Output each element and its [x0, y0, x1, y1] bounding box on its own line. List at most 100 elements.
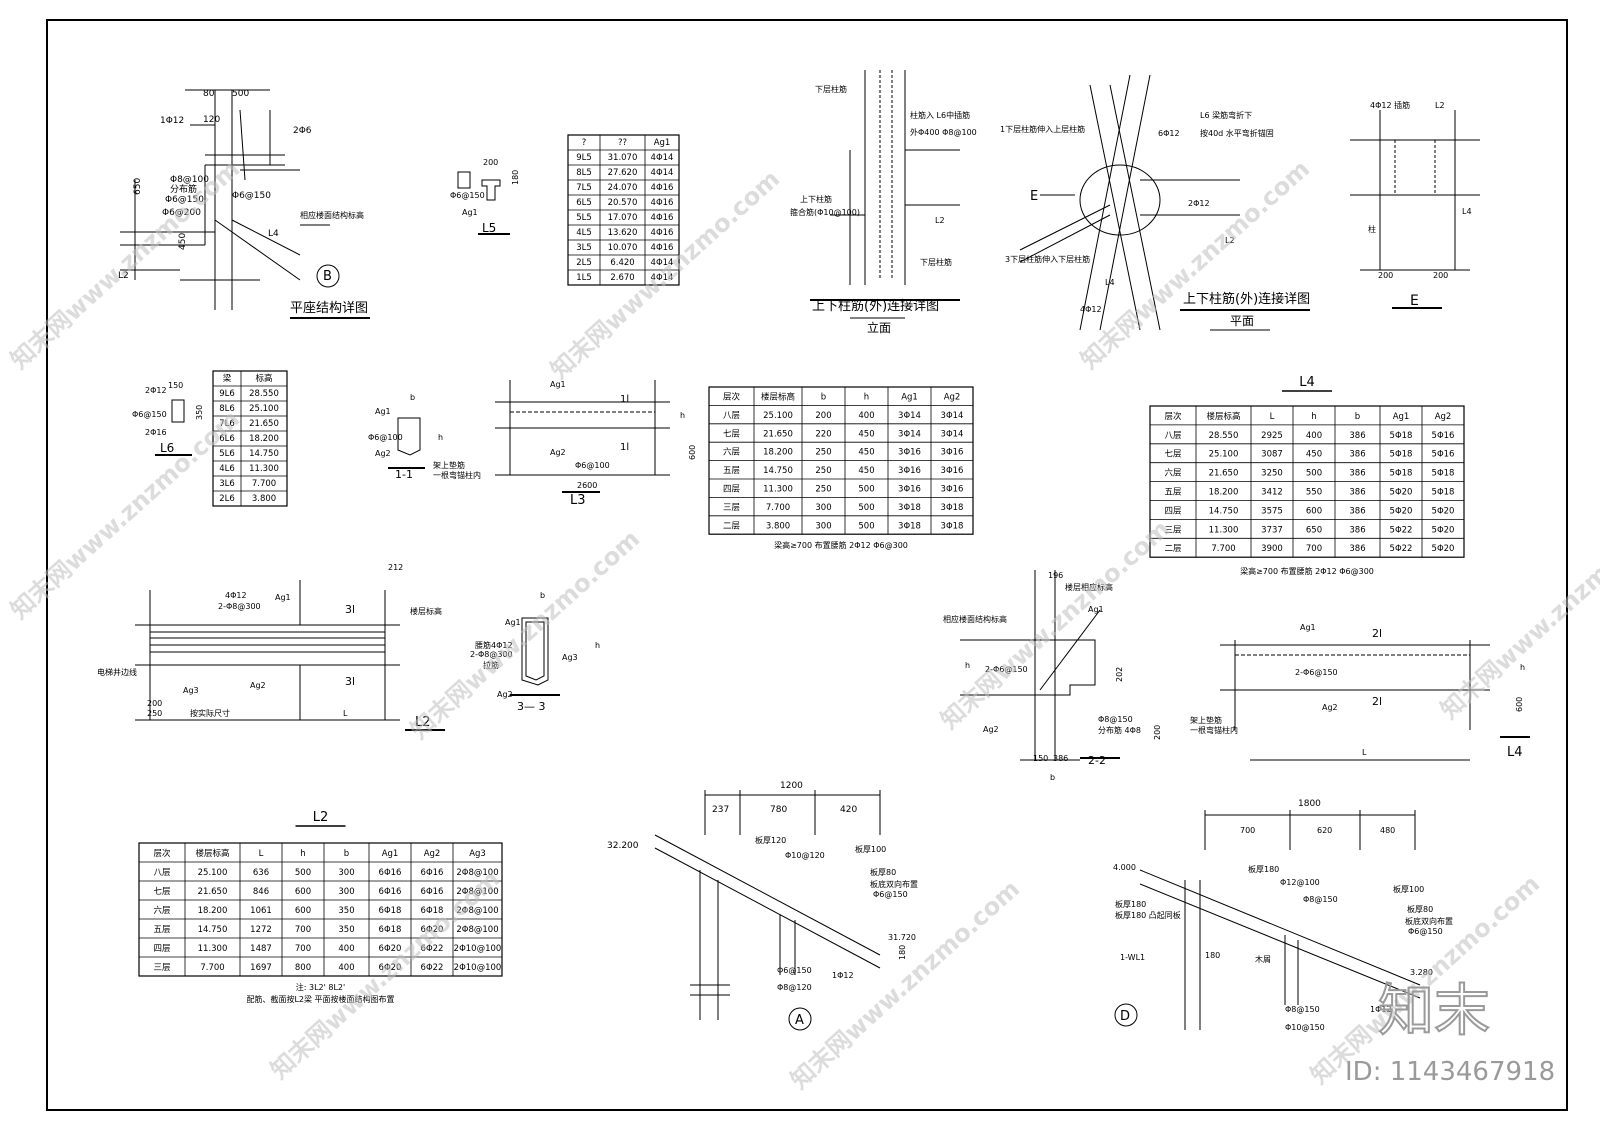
table-cell: 3Φ14: [898, 411, 921, 421]
table-cell: 七层: [1164, 450, 1181, 460]
table-header-cell: 层次: [153, 848, 171, 859]
table-cell: 250: [815, 466, 831, 476]
table-cell: 8L5: [576, 168, 592, 178]
svg-text:180: 180: [898, 945, 907, 960]
table-cell: 9L6: [219, 389, 235, 399]
table-header-cell: Ag3: [469, 849, 486, 859]
table-header-cell: h: [864, 393, 869, 403]
table-cell: 28.550: [249, 389, 279, 399]
svg-text:L2: L2: [935, 216, 945, 225]
svg-text:Φ8@120: Φ8@120: [777, 983, 812, 992]
l5-text: 200 Φ6@150 Ag1 180 L5: [450, 158, 520, 235]
table-header-cell: Ag2: [1435, 412, 1452, 422]
svg-text:Ag1: Ag1: [1088, 605, 1104, 614]
table-cell: 4Φ16: [651, 228, 674, 238]
svg-text:分布筋: 分布筋: [170, 183, 197, 195]
svg-text:150: 150: [168, 381, 183, 390]
table-header-cell: b: [821, 393, 826, 403]
section-1-1: [388, 417, 425, 469]
svg-text:180: 180: [1205, 951, 1220, 960]
svg-text:4Φ12: 4Φ12: [1080, 305, 1102, 314]
svg-text:下层柱筋: 下层柱筋: [815, 84, 847, 94]
svg-text:木屑: 木屑: [1255, 954, 1271, 964]
table-cell: 6Φ20: [379, 944, 402, 954]
svg-text:Ag1: Ag1: [375, 407, 391, 416]
detail-e-mark: E: [1410, 293, 1419, 309]
table-cell: 25.100: [198, 868, 228, 878]
table-cell: 3Φ14: [941, 411, 964, 421]
l2-beam-title: L2: [415, 715, 431, 730]
table-cell: 3737: [1261, 525, 1283, 535]
table-cell: 400: [1306, 431, 1322, 441]
table-cell: 八层: [153, 868, 170, 878]
table-cell: 14.750: [1209, 506, 1239, 516]
table-header-cell: 楼层标高: [761, 392, 795, 403]
svg-text:620: 620: [1317, 826, 1332, 835]
table-cell: 3Φ18: [941, 521, 964, 531]
table-cell: 3Φ16: [941, 448, 964, 458]
table-cell: 三层: [153, 963, 170, 973]
table-cell: 1487: [250, 944, 272, 954]
l2-beam-text: 4Φ12 2-Φ8@300 Ag1 3l 楼层标高 3l Ag3 Ag2 电梯井…: [97, 563, 442, 730]
table-cell: 7L5: [576, 183, 592, 193]
table-cell: 400: [338, 963, 354, 973]
section-3-3-text: Ag1 b 腰筋4Φ12 2-Φ8@300 拉筋 Ag3 Ag2 h 3— 3: [470, 591, 600, 713]
section-1-1-text: Ag1 b Φ6@100 Ag2 h 1-1: [368, 393, 443, 481]
svg-text:386: 386: [1053, 754, 1068, 763]
svg-text:2-Φ6@150: 2-Φ6@150: [985, 665, 1028, 674]
table-cell: 386: [1349, 487, 1365, 497]
table-cell: 700: [295, 944, 311, 954]
table-header-cell: h: [1311, 412, 1316, 422]
svg-text:Φ6@150: Φ6@150: [232, 191, 271, 201]
table-cell: 3Φ18: [898, 503, 921, 513]
table-cell: 5Φ20: [1390, 487, 1413, 497]
section-1-1-title: 1-1: [395, 468, 413, 481]
svg-text:650: 650: [133, 178, 143, 195]
svg-text:150: 150: [1033, 754, 1048, 763]
table-cell: 250: [815, 485, 831, 495]
svg-text:电梯井边线: 电梯井边线: [97, 667, 137, 677]
section-3-3-title: 3— 3: [517, 700, 546, 713]
table-cell: 5Φ18: [1390, 450, 1413, 460]
table-cell: 2L6: [219, 494, 235, 504]
svg-text:h: h: [680, 411, 685, 420]
svg-text:楼层相应标高: 楼层相应标高: [1065, 582, 1113, 592]
svg-text:212: 212: [388, 563, 403, 572]
table-cell: 6Φ16: [379, 887, 402, 897]
svg-text:200: 200: [483, 158, 498, 167]
svg-text:600: 600: [688, 445, 697, 460]
table-cell: 25.100: [763, 411, 793, 421]
svg-text:1Φ12: 1Φ12: [832, 971, 854, 980]
table-cell: 14.750: [198, 925, 228, 935]
detail-b-title: 平座结构详图: [290, 301, 368, 316]
svg-text:板厚120: 板厚120: [755, 835, 786, 845]
table-cell: 500: [858, 503, 874, 513]
svg-text:Ag1: Ag1: [505, 618, 521, 627]
table-cell: 4L5: [576, 228, 592, 238]
table-cell: 四层: [153, 944, 170, 954]
table-cell: 3575: [1261, 506, 1283, 516]
svg-text:2600: 2600: [577, 481, 597, 490]
detail-a-text: 1200 237 780 420 32.200 板厚120 Φ10@120 板厚…: [607, 781, 918, 1028]
svg-text:4Φ12 插筋: 4Φ12 插筋: [1370, 100, 1410, 110]
svg-text:架上垫筋: 架上垫筋: [1190, 715, 1222, 725]
table-cell: 386: [1349, 450, 1365, 460]
table-cell: 3Φ14: [941, 429, 964, 439]
svg-text:1l: 1l: [620, 442, 629, 453]
svg-text:420: 420: [840, 805, 857, 815]
svg-text:L: L: [343, 709, 348, 718]
svg-text:Ag1: Ag1: [275, 593, 291, 602]
detail-e-text: 4Φ12 插筋 L2 L4 柱 200 200 E: [1368, 100, 1472, 309]
table-header-cell: h: [300, 849, 305, 859]
svg-text:板厚180 凸起同板: 板厚180 凸起同板: [1115, 910, 1181, 920]
svg-text:Ag2: Ag2: [497, 690, 513, 699]
svg-text:板厚100: 板厚100: [855, 844, 886, 854]
svg-text:柱: 柱: [1368, 224, 1376, 234]
svg-text:2-Φ6@150: 2-Φ6@150: [1295, 668, 1338, 677]
svg-text:腰筋4Φ12: 腰筋4Φ12: [475, 640, 513, 650]
l6-title: L6: [160, 441, 174, 455]
table-cell: 5Φ22: [1390, 525, 1413, 535]
svg-text:600: 600: [1515, 697, 1524, 712]
svg-text:Φ12@100: Φ12@100: [1280, 878, 1320, 887]
